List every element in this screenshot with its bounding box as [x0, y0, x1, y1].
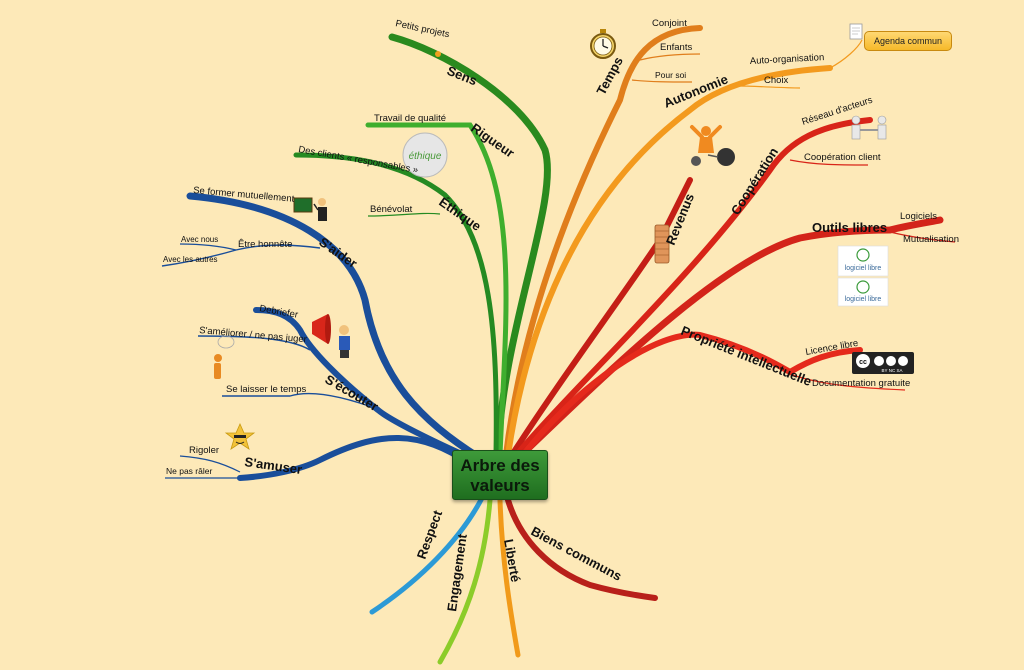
megaphone-person-icon: [312, 314, 350, 358]
branch-label-cooperation[interactable]: Coopération: [728, 145, 781, 218]
branch-label-saider[interactable]: S'aider: [316, 234, 360, 271]
branch-respect-line[interactable]: [369, 495, 485, 615]
coins-stack-icon: [654, 224, 670, 264]
leaf-avec-les-autres[interactable]: Avec les autres: [163, 255, 218, 264]
small-orange-dot-icon: [435, 51, 441, 57]
leaf-avec-nous[interactable]: Avec nous: [181, 235, 218, 244]
leaf-debriefer[interactable]: Debriefer: [258, 303, 298, 321]
leaf-conjoint[interactable]: Conjoint: [652, 18, 687, 29]
leaf-travail-qualite[interactable]: Travail de qualité: [374, 113, 446, 124]
branch-revenus-line[interactable]: [507, 177, 693, 461]
orange-branches: [503, 25, 863, 458]
leaf-ne-pas-raler[interactable]: Ne pas râler: [166, 466, 212, 476]
branch-label-rigueur[interactable]: Rigueur: [468, 120, 517, 160]
red-branches: [507, 117, 956, 467]
green-branches: [293, 33, 551, 459]
branch-label-outils-libres[interactable]: Outils libres: [812, 220, 887, 235]
central-topic-line2: valeurs: [470, 476, 530, 495]
logiciel-libre-2-label: logiciel libre: [845, 296, 882, 303]
creative-commons-badge: cc BY NC SA: [852, 352, 914, 374]
branch-propriete-line[interactable]: [513, 331, 863, 467]
clock-icon: [590, 29, 616, 59]
leaf-enfants[interactable]: Enfants: [660, 42, 692, 53]
branch-sens-line[interactable]: [388, 33, 551, 459]
leaf-etre-honnete[interactable]: Être honnête: [238, 239, 292, 250]
branch-ethique-line[interactable]: [293, 152, 499, 458]
branch-samuser-line[interactable]: [237, 435, 473, 481]
bottom-branches: [369, 495, 658, 665]
branch-autonomie-line[interactable]: [505, 65, 833, 458]
teacher-blackboard-icon: [293, 197, 327, 221]
leaf-pour-soi[interactable]: Pour soi: [655, 70, 686, 80]
branch-label-propriete[interactable]: Propriété intellectuelle: [679, 323, 814, 389]
prisoner-ball-icon: [690, 125, 735, 166]
ethique-cloud-label: éthique: [409, 151, 442, 162]
thinking-figure-icon: [214, 335, 235, 379]
logiciel-libre-1-label: logiciel libre: [845, 265, 882, 272]
branch-label-ethique[interactable]: Éthique: [436, 194, 484, 234]
leaf-choix[interactable]: Choix: [764, 75, 789, 86]
branch-secouter-line[interactable]: [253, 307, 478, 463]
cc-label: cc: [859, 359, 867, 366]
leaf-cooperation-client[interactable]: Coopération client: [804, 152, 881, 163]
branch-engagement-line[interactable]: [437, 497, 493, 665]
logiciel-libre-logo-2: logiciel libre: [837, 277, 889, 307]
branch-label-liberte[interactable]: Liberté: [501, 538, 523, 583]
leaf-logiciels[interactable]: Logiciels: [900, 211, 937, 222]
leaf-documentation-gratuite[interactable]: Documentation gratuite: [812, 378, 910, 389]
branch-saider-line[interactable]: [186, 192, 484, 462]
branch-label-secouter[interactable]: S'écouter: [323, 372, 381, 414]
branch-label-sens[interactable]: Sens: [445, 63, 479, 89]
branch-temps-line[interactable]: [503, 25, 703, 458]
logiciel-libre-logo-1: logiciel libre: [837, 245, 889, 277]
leaf-sameliorer[interactable]: S'améliorer / ne pas juger: [199, 325, 308, 345]
branch-liberte-line[interactable]: [497, 497, 521, 658]
blue-branches: [161, 192, 484, 481]
leaf-auto-organisation[interactable]: Auto-organisation: [750, 52, 825, 67]
document-icon: [849, 23, 863, 40]
leaf-mutualisation[interactable]: Mutualisation: [903, 234, 959, 245]
branch-rigueur-line[interactable]: [365, 122, 509, 458]
leaf-clients-responsables[interactable]: Des clients « responsables »: [297, 144, 419, 176]
central-topic-box[interactable]: Arbre des valeurs: [452, 450, 548, 500]
agenda-commun-box[interactable]: Agenda commun: [864, 31, 952, 51]
branch-biens-communs-line[interactable]: [505, 497, 658, 601]
central-topic-line1: Arbre des: [460, 456, 540, 475]
sun-smiley-icon: [224, 423, 256, 450]
ethique-word-cloud-icon: éthique: [402, 132, 448, 178]
leaf-benevolat[interactable]: Bénévolat: [370, 204, 413, 215]
leaf-se-laisser[interactable]: Se laisser le temps: [226, 384, 307, 395]
leaf-rigoler[interactable]: Rigoler: [189, 445, 219, 456]
cc-terms-label: BY NC SA: [882, 368, 903, 373]
handshake-people-icon: [851, 115, 887, 140]
branch-cooperation-line[interactable]: [509, 117, 873, 463]
